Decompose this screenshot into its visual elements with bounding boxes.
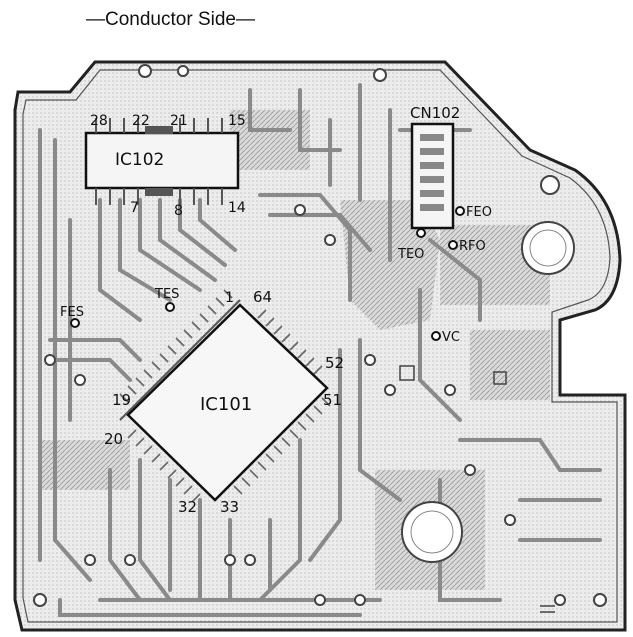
ic101: IC101 1 64 52 51 19 20 32 33 — [104, 288, 344, 516]
test-point-vc-label: VC — [442, 330, 460, 345]
ic102-pin-22: 22 — [132, 113, 150, 129]
cn102: CN102 — [410, 104, 460, 230]
ic102-label: IC102 — [115, 150, 164, 170]
ic101-pin-52: 52 — [325, 354, 344, 372]
test-point-teo-label: TEO — [397, 247, 424, 262]
component-marks — [399, 365, 555, 613]
test-point-rfo: RFO — [448, 239, 486, 254]
test-point-tes: TES — [154, 287, 179, 312]
board-edge-inner — [22, 69, 618, 623]
ic102-pin-8: 8 — [174, 203, 183, 219]
pads — [33, 64, 607, 607]
ic101-pin-33: 33 — [220, 498, 239, 516]
cn102-label: CN102 — [410, 104, 460, 122]
ic102-pin-15: 15 — [228, 113, 246, 129]
ic101-pin-19: 19 — [112, 391, 131, 409]
ic102: IC102 28 22 21 15 7 8 14 — [84, 113, 246, 219]
diagram-title: —Conductor Side— — [86, 9, 255, 30]
test-point-feo-label: FEO — [466, 205, 492, 220]
ic102-pin-14: 14 — [228, 200, 246, 216]
ic102-pin-28: 28 — [90, 113, 108, 129]
ic101-pin-64: 64 — [253, 288, 272, 306]
ic101-label: IC101 — [200, 394, 252, 415]
ic101-pin-32: 32 — [178, 498, 197, 516]
ic102-pin-21: 21 — [170, 113, 188, 129]
test-point-feo: FEO — [455, 205, 492, 220]
mounting-holes — [401, 221, 575, 563]
test-point-fes-label: FES — [60, 305, 84, 320]
ic101-pin-1: 1 — [225, 290, 234, 306]
test-point-fes: FES — [60, 305, 84, 328]
ic102-pin-7: 7 — [130, 200, 139, 216]
ic101-pin-20: 20 — [104, 430, 123, 448]
ic101-pin-51: 51 — [323, 391, 342, 409]
test-point-rfo-label: RFO — [459, 239, 486, 254]
test-point-tes-label: TES — [154, 287, 179, 302]
test-points: FES TES FEO TEO RFO VC — [60, 205, 492, 345]
test-point-teo: TEO — [397, 228, 426, 262]
test-point-vc: VC — [431, 330, 460, 345]
